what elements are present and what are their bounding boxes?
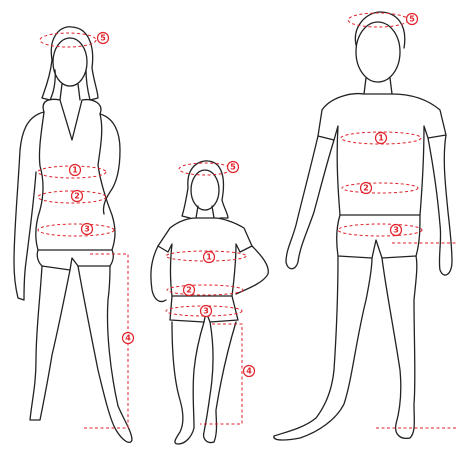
svg-text:4: 4 <box>246 367 252 376</box>
man-figure <box>274 12 452 440</box>
chest-marker: 1 <box>204 252 215 263</box>
hips-marker: 3 <box>82 224 93 235</box>
hips-marker: 3 <box>391 225 402 236</box>
svg-text:5: 5 <box>230 163 236 172</box>
head-marker: 5 <box>407 14 418 25</box>
svg-text:3: 3 <box>84 225 90 234</box>
waist-marker: 2 <box>184 285 195 296</box>
svg-text:5: 5 <box>409 15 415 24</box>
head-marker: 5 <box>228 162 239 173</box>
waist-marker: 2 <box>72 191 83 202</box>
inseam-marker: 4 <box>244 366 255 377</box>
inseam-marker: 4 <box>123 333 134 344</box>
svg-text:2: 2 <box>363 184 369 193</box>
svg-text:1: 1 <box>206 253 212 262</box>
svg-text:2: 2 <box>186 286 192 295</box>
svg-text:2: 2 <box>74 192 80 201</box>
svg-text:3: 3 <box>203 307 209 316</box>
woman-figure <box>14 27 132 443</box>
svg-text:5: 5 <box>100 34 106 43</box>
svg-text:4: 4 <box>125 334 131 343</box>
svg-text:1: 1 <box>378 134 384 143</box>
chest-marker: 1 <box>376 133 387 144</box>
head-marker: 5 <box>98 33 109 44</box>
chest-marker: 1 <box>70 165 81 176</box>
svg-text:3: 3 <box>393 226 399 235</box>
hips-marker: 3 <box>201 306 212 317</box>
child-figure <box>151 161 268 444</box>
waist-marker: 2 <box>361 183 372 194</box>
man-markers: 5 1 2 3 <box>361 14 418 236</box>
svg-text:1: 1 <box>72 166 78 175</box>
woman-markers: 5 1 2 3 4 <box>70 33 134 344</box>
